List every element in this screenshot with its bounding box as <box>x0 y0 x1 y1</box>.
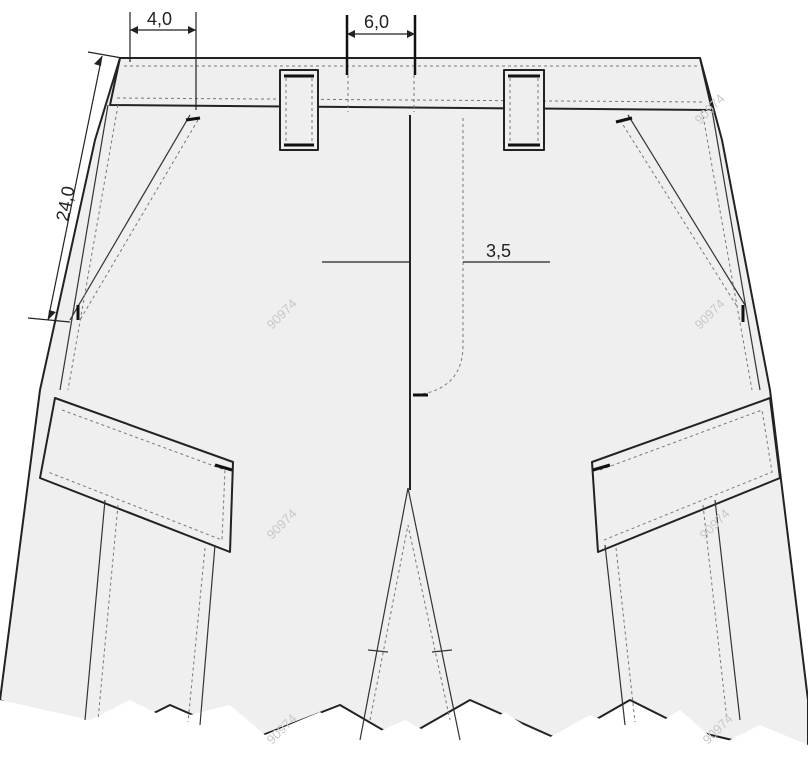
dimension-label-4: 4,0 <box>147 9 172 29</box>
cargo-flap-right <box>591 397 781 553</box>
dimension-belt-loop-spacing: 6,0 <box>345 12 417 112</box>
belt-loop-right <box>503 69 545 151</box>
cargo-pocket-left <box>84 499 216 726</box>
side-seam-right <box>711 109 761 391</box>
front-pocket-left <box>69 114 191 321</box>
dimension-label-24: 24,0 <box>52 185 78 223</box>
front-pocket-right <box>627 114 746 306</box>
bottom-cut-edge <box>0 700 808 758</box>
cargo-flap-left <box>39 397 234 553</box>
dimension-label-3-5: 3,5 <box>486 241 511 261</box>
dimension-fly-width: 3,5 <box>322 241 550 263</box>
belt-loop-left <box>279 69 319 151</box>
dimension-label-6: 6,0 <box>364 12 389 32</box>
shorts-body <box>0 57 808 758</box>
inseam <box>359 487 461 741</box>
cargo-pocket-right <box>604 499 741 726</box>
fly-stitching <box>414 118 464 396</box>
dimension-waistband-edge: 4,0 <box>129 9 197 110</box>
side-seam-left <box>59 104 109 391</box>
waistband <box>109 57 713 111</box>
